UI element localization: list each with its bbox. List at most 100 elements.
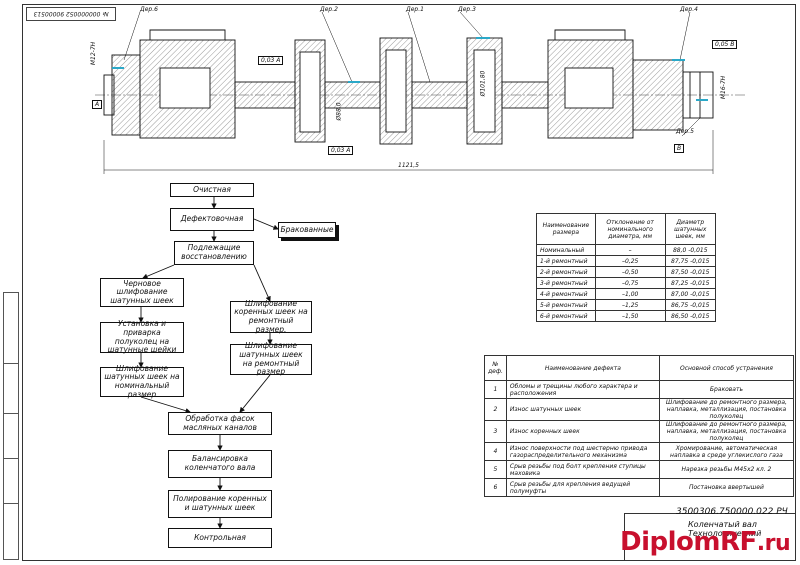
tolerance-1: 0,03 A bbox=[258, 56, 284, 65]
tolerance-2: 0,03 A bbox=[328, 146, 354, 155]
step-cleaning: Очистная bbox=[170, 183, 254, 197]
datum-b: B bbox=[674, 144, 685, 153]
tolerance-3: 0,05 B bbox=[712, 40, 738, 49]
step-polishing: Полирование коренных и шатунных шеек bbox=[168, 490, 272, 518]
cell: 87,00 -0,015 bbox=[664, 288, 717, 300]
cell: Срыв резьбы для крепления ведущей полуму… bbox=[505, 478, 660, 497]
dim-journal: Ø88,0 bbox=[335, 102, 343, 121]
cell: 2-й ремонтный bbox=[536, 266, 596, 278]
step-rough-grinding: Черновое шлифование шатунных шеек bbox=[100, 278, 184, 307]
cell: Обломы и трещины любого характера и расп… bbox=[505, 380, 660, 399]
thread-left: М12-7Н bbox=[90, 41, 98, 66]
dim-main: Ø101,80 bbox=[479, 70, 487, 97]
document-code: 3500306.750000.022 РЧ bbox=[676, 507, 788, 517]
cell: –0,25 bbox=[594, 255, 666, 267]
callout-5: Дер.5 bbox=[676, 128, 694, 135]
callout-4: Дер.4 bbox=[680, 6, 698, 13]
step-balancing: Балансировка коленчатого вала bbox=[168, 450, 272, 478]
drawing-frame bbox=[22, 4, 796, 561]
cell: 87,25 -0,015 bbox=[664, 277, 717, 289]
defects-header-num: № деф. bbox=[484, 355, 507, 381]
cell: Срыв резьбы под болт крепления ступицы м… bbox=[505, 460, 660, 479]
step-rejected: Бракованные bbox=[278, 222, 336, 238]
dims-header-deviation: Отклонение от номинального диаметра, мм bbox=[594, 213, 666, 245]
cell: Износ поверхности под шестерню привода г… bbox=[505, 442, 660, 461]
logo-main: DiplomRF bbox=[620, 527, 757, 557]
step-grind-nominal: Шлифование шатунных шеек на номинальный … bbox=[100, 364, 184, 398]
cell: Износ шатунных шеек bbox=[505, 398, 660, 421]
cell: Постановка ввертышей bbox=[658, 478, 795, 497]
cell: 4-й ремонтный bbox=[536, 288, 596, 300]
cell: 86,50 -0,015 bbox=[664, 310, 717, 322]
step-grind-rod-repair: Шлифование шатунных шеек на ремонтный ра… bbox=[230, 341, 312, 376]
cell: 1 bbox=[484, 380, 507, 399]
callout-6: Дер.6 bbox=[140, 6, 158, 13]
cell: 1-й ремонтный bbox=[536, 255, 596, 267]
cell: –1,25 bbox=[594, 299, 666, 311]
cell: Шлифование до ремонтного размера, наплав… bbox=[658, 398, 795, 421]
cell: Износ коренных шеек bbox=[505, 420, 660, 443]
cell: 4 bbox=[484, 442, 507, 461]
table-row: Номинальный–88,0 -0,015 bbox=[536, 244, 717, 256]
cell: 3-й ремонтный bbox=[536, 277, 596, 289]
cell: 6 bbox=[484, 478, 507, 497]
crankshaft-drawing bbox=[95, 11, 745, 174]
cell: Шлифование до ремонтного размера, наплав… bbox=[658, 420, 795, 443]
cell: –0,75 bbox=[594, 277, 666, 289]
step-to-restore: Подлежащие восстановлению bbox=[174, 241, 254, 265]
cell: Нарезка резьбы М45х2 кл. 2 bbox=[658, 460, 795, 479]
cell: –1,50 bbox=[594, 310, 666, 322]
step-defect-inspection: Дефектовочная bbox=[170, 208, 254, 231]
step-chamfers: Обработка фасок масляных каналов bbox=[168, 412, 272, 435]
step-half-rings: Установка и приварка полуколец на шатунн… bbox=[100, 319, 184, 354]
site-logo[interactable]: DiplomRF.ru bbox=[620, 527, 791, 557]
cell: – bbox=[594, 244, 666, 256]
cell: Номинальный bbox=[536, 244, 596, 256]
defects-table: № деф. Наименование дефекта Основной спо… bbox=[484, 355, 795, 497]
cell: 5 bbox=[484, 460, 507, 479]
cell: 87,50 -0,015 bbox=[664, 266, 717, 278]
datum-a: A bbox=[92, 100, 103, 109]
overall-length: 1121,5 bbox=[398, 162, 419, 169]
repair-sizes-table: Наименование размера Отклонение от номин… bbox=[536, 213, 717, 322]
cell: 3 bbox=[484, 420, 507, 443]
document-name-line2: Технологический bbox=[688, 528, 762, 538]
dims-header-name: Наименование размера bbox=[536, 213, 596, 245]
logo-suffix: .ru bbox=[756, 531, 791, 556]
margin-strip bbox=[3, 292, 19, 560]
callout-3: Дер.3 bbox=[458, 6, 476, 13]
cell: Браковать bbox=[658, 380, 795, 399]
cell: 87,75 -0,015 bbox=[664, 255, 717, 267]
document-name-line1: Коленчатый вал bbox=[688, 520, 757, 529]
cell: Хромирование, автоматическая наплавка в … bbox=[658, 442, 795, 461]
defects-header-name: Наименование дефекта bbox=[505, 355, 660, 381]
callout-2: Дер.2 bbox=[320, 6, 338, 13]
cell: 88,0 -0,015 bbox=[664, 244, 717, 256]
cell: –1,00 bbox=[594, 288, 666, 300]
cell: 86,75 -0,015 bbox=[664, 299, 717, 311]
step-grind-main-repair: Шлифование коренных шеек на ремонтный ра… bbox=[230, 299, 312, 333]
cell: 5-й ремонтный bbox=[536, 299, 596, 311]
title-block bbox=[624, 513, 796, 561]
dims-header-diameter: Диаметр шатунных шеек, мм bbox=[664, 213, 717, 245]
cell: –0,50 bbox=[594, 266, 666, 278]
defects-header-method: Основной способ устранения bbox=[658, 355, 795, 381]
thread-right: М16-7Н bbox=[720, 75, 728, 100]
cell: 2 bbox=[484, 398, 507, 421]
cell: 6-й ремонтный bbox=[536, 310, 596, 322]
callout-1: Дер.1 bbox=[406, 6, 424, 13]
